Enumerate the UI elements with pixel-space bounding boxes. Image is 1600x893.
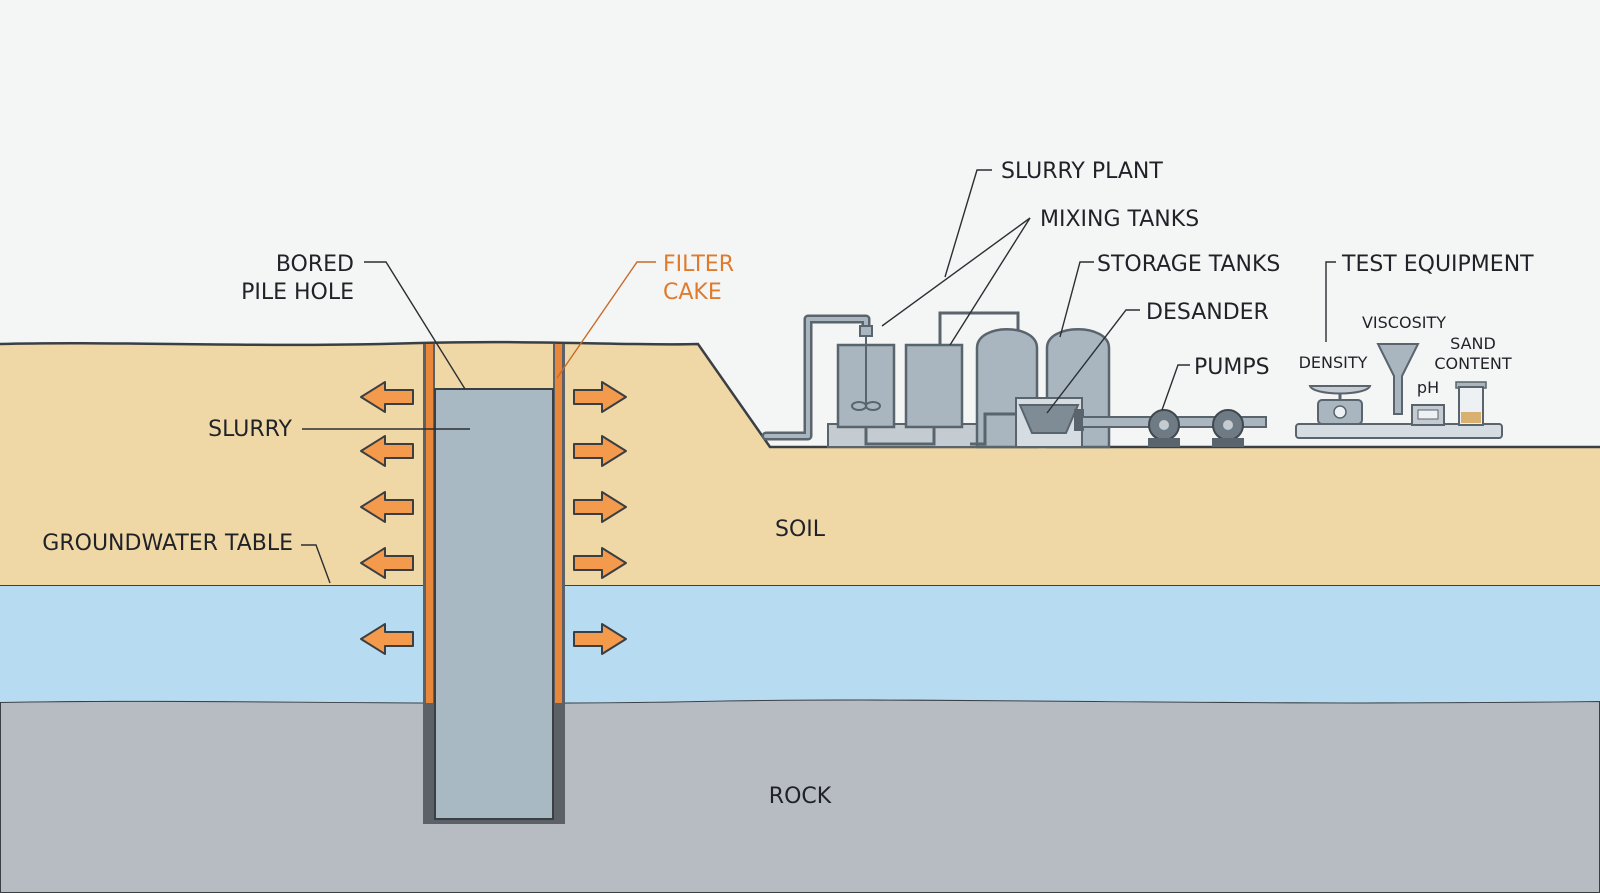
label-rock: ROCK (769, 784, 832, 809)
desander-cyclone (1018, 404, 1080, 434)
leader-mixing-tanks-1 (881, 217, 1031, 327)
scale-dial (1333, 405, 1347, 419)
tank-header-pipe (938, 311, 1020, 345)
label-pumps: PUMPS (1194, 355, 1270, 380)
label-filter-cake-line2: CAKE (663, 280, 722, 305)
pump-base (1148, 438, 1180, 447)
label-bored-pile-hole-line2: PILE HOLE (241, 280, 354, 305)
label-slurry-plant: SLURRY PLANT (1001, 159, 1163, 184)
leader-filter-cake (556, 261, 656, 379)
label-storage-tanks: STORAGE TANKS (1097, 252, 1280, 277)
pressure-arrow-icon (360, 435, 414, 467)
pressure-arrow-icon (360, 381, 414, 413)
desander-outlet (1074, 409, 1084, 431)
label-desander: DESANDER (1146, 300, 1269, 325)
pump-hub (1159, 420, 1169, 430)
pressure-arrow-icon (360, 623, 414, 655)
mixing-tank-1 (836, 336, 896, 429)
label-density: DENSITY (1299, 353, 1368, 372)
label-slurry: SLURRY (208, 417, 292, 442)
slurry-plant (761, 311, 1267, 449)
leader-bored-pile-hole (364, 261, 466, 390)
pressure-arrow-icon (573, 547, 627, 579)
label-test-equipment: TEST EQUIPMENT (1341, 252, 1534, 277)
filter-cake-left (426, 344, 433, 703)
sand-content-tube-icon (1455, 381, 1487, 426)
label-viscosity: VISCOSITY (1362, 313, 1446, 332)
agitator-blade (865, 401, 881, 411)
desander (1015, 397, 1084, 448)
pressure-arrow-icon (360, 547, 414, 579)
leader-desander (1046, 309, 1140, 414)
label-soil: SOIL (775, 517, 826, 542)
groundwater-layer (0, 585, 1600, 703)
pressure-arrow-icon (360, 491, 414, 523)
label-bored-pile-hole-line1: BORED (276, 252, 354, 277)
label-ph: pH (1417, 378, 1439, 397)
label-sand-content-line1: SAND (1450, 334, 1496, 353)
label-filter-cake-line1: FILTER (663, 252, 734, 277)
arrows-left (360, 381, 414, 655)
leader-mixing-tanks-2 (949, 217, 1031, 346)
pressure-arrow-icon (573, 623, 627, 655)
filter-cake-right (555, 344, 562, 703)
scale-pan (1308, 385, 1372, 395)
label-sand-content-line2: CONTENT (1434, 354, 1512, 373)
test-equipment (1295, 343, 1503, 439)
pump-base (1212, 438, 1244, 447)
pressure-arrow-icon (573, 435, 627, 467)
ph-meter-icon (1411, 404, 1445, 426)
ph-meter-screen (1417, 409, 1439, 420)
leader-test-equipment (1325, 261, 1336, 342)
pressure-arrow-icon (573, 491, 627, 523)
tube-sand (1461, 412, 1481, 423)
slurry-column (434, 388, 554, 820)
leader-groundwater-table (301, 544, 331, 584)
label-mixing-tanks: MIXING TANKS (1040, 207, 1199, 232)
pump-hub (1223, 420, 1233, 430)
leader-slurry-plant (944, 169, 992, 278)
pressure-arrow-icon (573, 381, 627, 413)
arrows-right (573, 381, 627, 655)
pump-1 (1148, 409, 1180, 447)
pump-2 (1212, 409, 1244, 447)
test-bench (1295, 423, 1503, 439)
mixing-tank-body (904, 343, 964, 429)
leader-pumps (1161, 364, 1190, 411)
desander-link-pipe (970, 412, 1018, 446)
mixing-tank-2 (904, 343, 964, 429)
return-pipe (864, 427, 936, 446)
pipe-nozzle (859, 325, 873, 337)
viscosity-funnel-icon (1376, 343, 1420, 415)
bored-pile-hole (423, 344, 565, 824)
leader-storage-tanks (1059, 261, 1094, 338)
hole-bottom (423, 818, 565, 824)
label-groundwater-table: GROUNDWATER TABLE (42, 531, 293, 556)
supply-pipe-inner (764, 317, 868, 438)
density-scale-icon (1308, 385, 1372, 425)
ground-surface-line (0, 340, 1600, 449)
